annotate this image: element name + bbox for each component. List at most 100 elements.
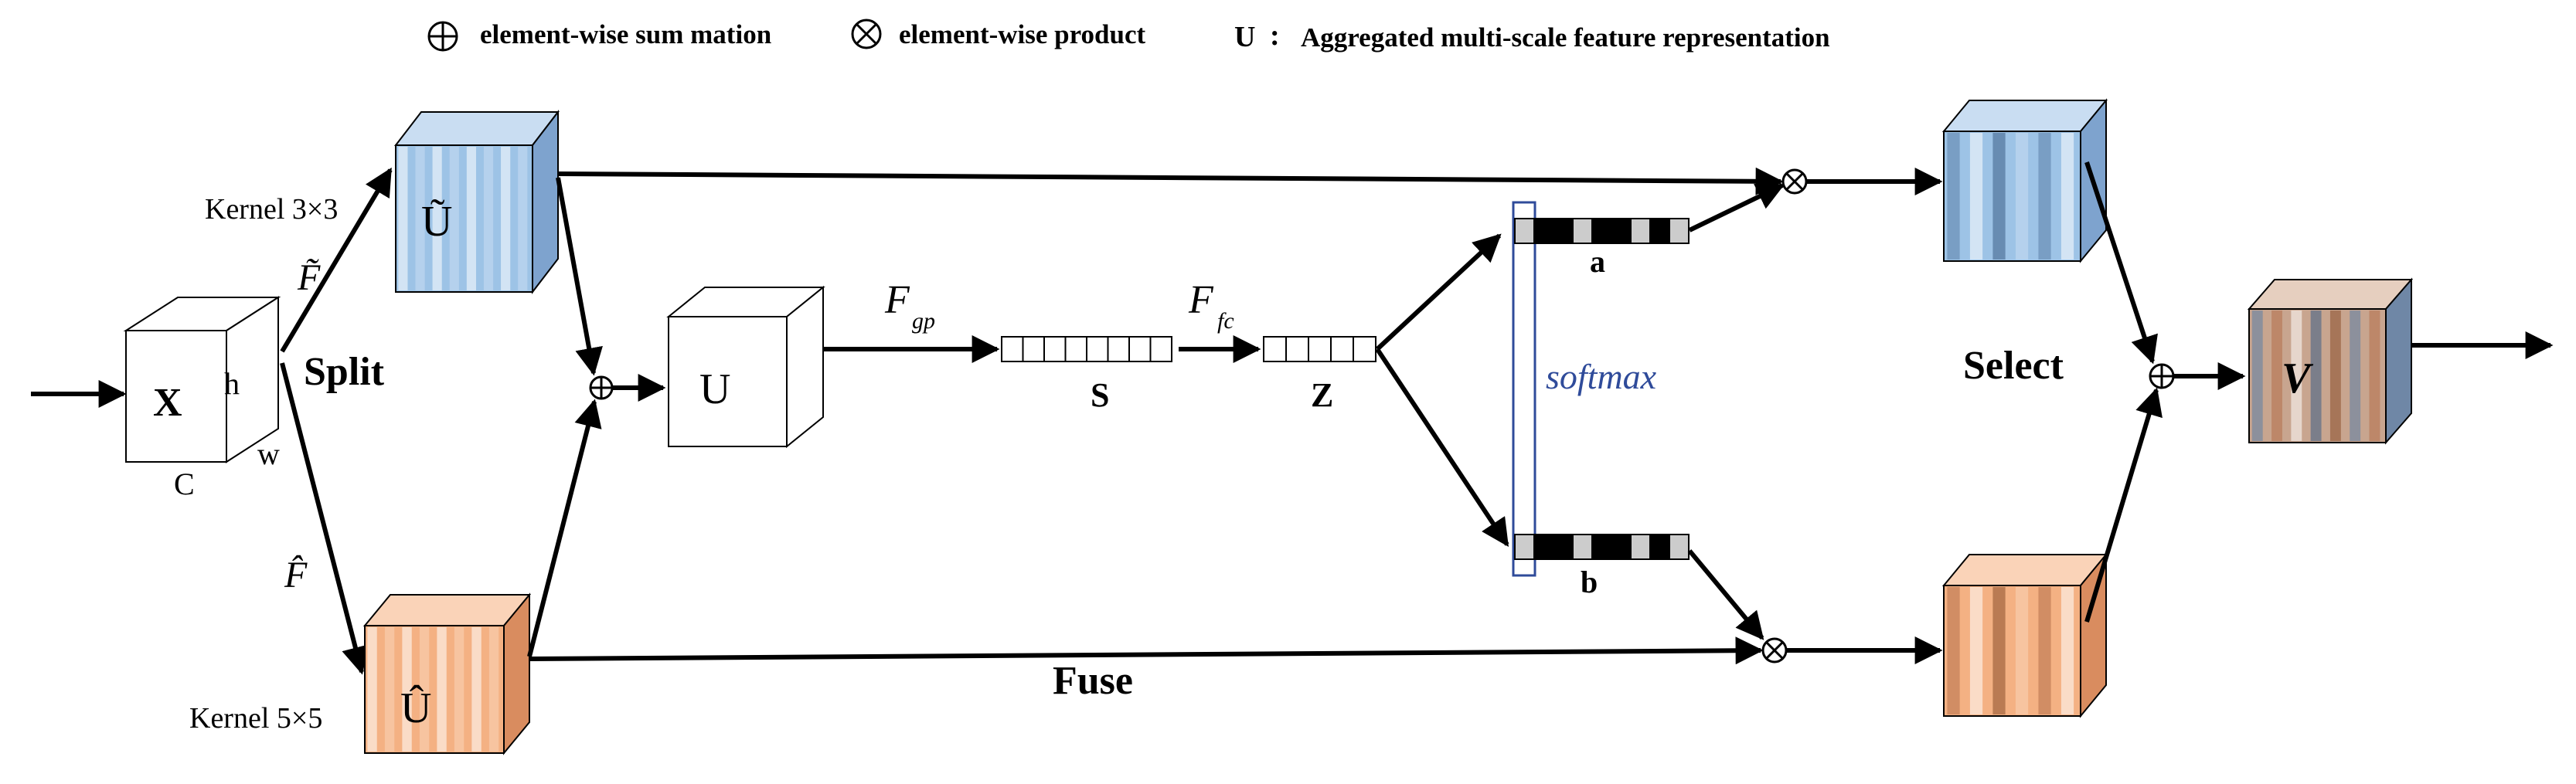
channel-stripe bbox=[432, 147, 442, 290]
channel-stripe bbox=[454, 627, 464, 752]
f-gp-label: F gp bbox=[884, 278, 935, 334]
f-fc-label: F fc bbox=[1188, 278, 1234, 334]
softmax-label: softmax bbox=[1546, 357, 1657, 396]
channel-stripe bbox=[471, 627, 482, 752]
s-vector bbox=[1001, 336, 1172, 362]
a-cell bbox=[1669, 218, 1690, 244]
a-cell bbox=[1533, 218, 1554, 244]
u-hat-cube bbox=[362, 592, 532, 755]
select-arrows bbox=[1787, 168, 1943, 664]
a-cell bbox=[1611, 218, 1632, 244]
s-cell bbox=[1064, 336, 1087, 362]
product-node-bottom bbox=[1761, 637, 1788, 664]
selected-orange-cube bbox=[1941, 552, 2108, 718]
b-label: b bbox=[1581, 565, 1598, 599]
z-label: Z bbox=[1311, 376, 1333, 414]
a-vector bbox=[1514, 218, 1690, 244]
channel-stripe bbox=[1992, 587, 2006, 714]
sum-node-fuse bbox=[589, 375, 614, 400]
z-cell bbox=[1285, 336, 1309, 362]
fuse-arrows bbox=[527, 177, 666, 657]
u-hat-label: Û bbox=[400, 684, 431, 732]
channel-stripe bbox=[2291, 311, 2302, 441]
z-vector bbox=[1263, 336, 1376, 362]
svg-text:F: F bbox=[884, 278, 910, 322]
channel-stripe bbox=[483, 147, 494, 290]
s-cell bbox=[1022, 336, 1045, 362]
channel-stripe bbox=[2369, 311, 2380, 441]
legend-u-desc: Aggregated multi-scale feature represent… bbox=[1301, 22, 1830, 53]
a-cell bbox=[1591, 218, 1612, 244]
split-title: Split bbox=[304, 350, 385, 394]
z-cell bbox=[1263, 336, 1287, 362]
input-w-label: w bbox=[257, 436, 280, 471]
b-cell bbox=[1591, 534, 1612, 560]
channel-stripe bbox=[398, 147, 408, 290]
channel-stripe bbox=[2251, 311, 2263, 441]
b-cell bbox=[1514, 534, 1535, 560]
kernel-5x5-label: Kernel 5×5 bbox=[189, 702, 322, 735]
input-c-label: C bbox=[174, 467, 195, 501]
selected-blue-cube bbox=[1941, 98, 2108, 263]
channel-stripe bbox=[2310, 311, 2322, 441]
legend-product-label: element-wise product bbox=[899, 19, 1145, 49]
b-cell bbox=[1572, 534, 1593, 560]
channel-stripe bbox=[419, 627, 430, 752]
u-cube bbox=[666, 285, 825, 449]
a-cell bbox=[1514, 218, 1535, 244]
channel-stripe bbox=[1947, 587, 1960, 714]
channel-stripe bbox=[2060, 587, 2074, 714]
channel-stripe bbox=[501, 147, 511, 290]
fuse-title: Fuse bbox=[1053, 659, 1133, 703]
b-cell bbox=[1533, 534, 1554, 560]
channel-stripe bbox=[367, 627, 377, 752]
v-label: V bbox=[2282, 355, 2314, 402]
s-cell bbox=[1001, 336, 1024, 362]
u-tilde-cube bbox=[393, 110, 560, 294]
channel-stripe bbox=[2350, 311, 2361, 441]
svg-text:fc: fc bbox=[1217, 308, 1234, 334]
channel-stripe bbox=[402, 627, 412, 752]
v-cube bbox=[2247, 277, 2414, 445]
svg-text:F: F bbox=[1188, 278, 1214, 322]
s-cell bbox=[1107, 336, 1130, 362]
channel-stripe bbox=[2038, 133, 2051, 260]
s-label: S bbox=[1091, 376, 1109, 414]
s-cell bbox=[1149, 336, 1172, 362]
channel-stripe bbox=[437, 627, 447, 752]
b-vector bbox=[1514, 534, 1690, 560]
softmax-box bbox=[1512, 201, 1536, 577]
b-cell bbox=[1553, 534, 1574, 560]
sum-node-final bbox=[2149, 363, 2175, 389]
channel-stripe bbox=[2271, 311, 2282, 441]
z-branch-arrows bbox=[1375, 233, 1509, 547]
product-node-top bbox=[1781, 168, 1808, 195]
u-cube-label: U bbox=[699, 365, 730, 413]
b-cell bbox=[1611, 534, 1632, 560]
s-cell bbox=[1128, 336, 1152, 362]
f-hat-label: F̂ bbox=[284, 554, 308, 596]
b-cell bbox=[1649, 534, 1670, 560]
channel-stripe bbox=[518, 147, 528, 290]
legend: element-wise sum mation element-wise pro… bbox=[427, 19, 1830, 53]
z-cell bbox=[1353, 336, 1376, 362]
channel-stripe bbox=[384, 627, 395, 752]
final-arrows bbox=[2084, 161, 2554, 623]
channel-stripe bbox=[466, 147, 476, 290]
channel-stripe bbox=[1969, 133, 1983, 260]
select-title: Select bbox=[1963, 344, 2064, 388]
channel-stripe bbox=[1969, 587, 1983, 714]
input-h-label: h bbox=[224, 366, 240, 401]
legend-u-key: U bbox=[1234, 21, 1255, 53]
channel-stripe bbox=[1992, 133, 2006, 260]
product-icon bbox=[851, 19, 882, 49]
u-tilde-label: Ũ bbox=[421, 198, 452, 246]
channel-stripe bbox=[2015, 587, 2029, 714]
channel-stripe bbox=[449, 147, 459, 290]
a-cell bbox=[1572, 218, 1593, 244]
channel-stripe bbox=[2038, 587, 2051, 714]
a-label: a bbox=[1590, 244, 1605, 279]
s-cell bbox=[1086, 336, 1109, 362]
s-cell bbox=[1043, 336, 1067, 362]
